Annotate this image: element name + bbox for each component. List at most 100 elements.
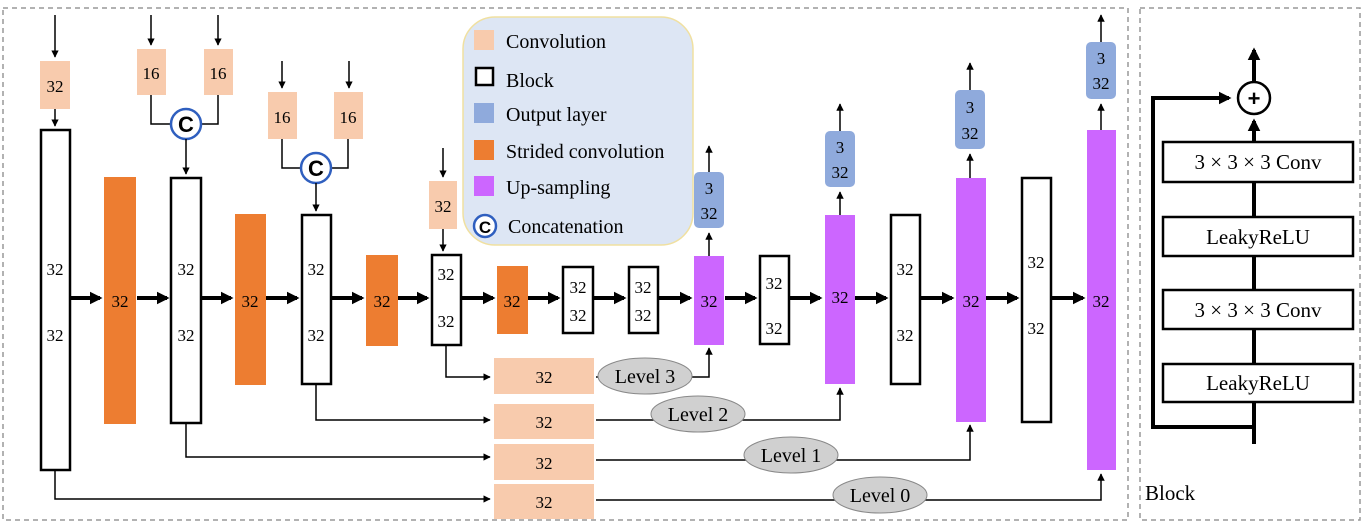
- block-7-top-label: 32: [766, 274, 783, 293]
- output-layer-3-top-label: 3: [966, 98, 975, 117]
- legend-up-sampling-label: Up-sampling: [506, 177, 610, 199]
- concat-line: [281, 139, 300, 169]
- input-conv-16-label: 16: [210, 64, 227, 83]
- up-sampling-2-label: 32: [832, 288, 849, 307]
- skip-conv-level3: [494, 358, 594, 394]
- output-layer-4: [1086, 42, 1116, 99]
- block-2: [169, 176, 203, 425]
- level3-badge: [597, 357, 693, 395]
- block-4: [430, 253, 463, 347]
- output-layer-2-top-label: 3: [836, 138, 845, 157]
- up-sampling-4: [1087, 130, 1116, 470]
- input-conv-32-label: 32: [435, 197, 452, 216]
- up-sampling-1: [694, 256, 724, 345]
- block-detail-panel: + 3 × 3 × 3 Conv LeakyReLU 3 × 3 × 3 Con…: [1145, 47, 1355, 505]
- input-conv-16: [204, 49, 233, 95]
- skip-conv-label: 32: [536, 413, 553, 432]
- level0-label: Level 0: [850, 485, 911, 507]
- level3-label: Level 3: [615, 366, 676, 388]
- block-5-top-label: 32: [570, 278, 587, 297]
- up-sampling-2: [825, 215, 855, 384]
- block-panel-frame: [1139, 7, 1361, 521]
- output-layer-2-bottom-label: 32: [832, 163, 849, 182]
- strided-conv-1-label: 32: [112, 292, 129, 311]
- block-activation-2-label: LeakyReLU: [1206, 371, 1310, 395]
- block-1-top-label: 32: [47, 260, 64, 279]
- up-sampling-3: [956, 178, 986, 422]
- input-conv-16-label: 16: [274, 108, 291, 127]
- skip-conv-label: 32: [536, 493, 553, 512]
- up-sampling-3-label: 32: [963, 292, 980, 311]
- block-panel-title: Block: [1145, 481, 1196, 505]
- legend: Convolution Block Output layer Strided c…: [462, 16, 694, 246]
- block-8-bottom-label: 32: [897, 326, 914, 345]
- main-panel-frame: [2, 7, 1129, 521]
- output-layer-2: [825, 131, 855, 187]
- skip-conv-label: 32: [536, 454, 553, 473]
- block-conv-2: [1161, 288, 1355, 331]
- up-sampling-4-label: 32: [1093, 292, 1110, 311]
- level2-badge: [650, 395, 746, 433]
- level0-badge: [832, 476, 928, 514]
- block-conv-2-label: 3 × 3 × 3 Conv: [1195, 298, 1322, 322]
- concat-line: [202, 95, 219, 125]
- concat-line: [150, 95, 170, 125]
- block-5: [561, 265, 595, 335]
- strided-conv-2-label: 32: [242, 292, 259, 311]
- legend-concatenation-label: Concatenation: [508, 216, 624, 238]
- block-5-bottom-label: 32: [570, 306, 587, 325]
- block-conv-1: [1161, 140, 1355, 184]
- legend-strided-convolution-swatch: [474, 140, 494, 160]
- strided-conv-2: [235, 214, 266, 385]
- input-conv-32: [429, 181, 457, 229]
- output-layer-4-top-label: 3: [1097, 49, 1106, 68]
- block-1-bottom-label: 32: [47, 326, 64, 345]
- up-sampling-1-label: 32: [701, 292, 718, 311]
- skip-line-level3: [445, 345, 491, 381]
- block-9: [1020, 176, 1053, 424]
- input-conv-32-label: 32: [47, 77, 64, 96]
- legend-up-sampling-swatch: [474, 176, 494, 196]
- block-3: [300, 213, 333, 386]
- output-layer-3: [955, 90, 985, 149]
- output-layer-4-bottom-label: 32: [1093, 74, 1110, 93]
- input-conv-16: [334, 92, 363, 139]
- block-3-bottom-label: 32: [308, 326, 325, 345]
- output-layer-1: [694, 172, 724, 228]
- legend-convolution-label: Convolution: [506, 31, 606, 53]
- legend-output-layer-swatch: [474, 103, 494, 123]
- skip-line-level0: [54, 470, 491, 503]
- legend-concatenation-icon: [472, 213, 498, 239]
- skip-line-level1: [185, 423, 491, 461]
- skip-conv-level1: [494, 444, 594, 480]
- block-2-bottom-label: 32: [178, 326, 195, 345]
- block-2-top-label: 32: [178, 260, 195, 279]
- skip-out-level0: [596, 473, 1105, 501]
- block-6-top-label: 32: [635, 278, 652, 297]
- block-activation-1: [1161, 215, 1355, 258]
- block-conv-1-label: 3 × 3 × 3 Conv: [1195, 150, 1322, 174]
- block-9-bottom-label: 32: [1028, 319, 1045, 338]
- level1-label: Level 1: [761, 445, 822, 467]
- block-3-top-label: 32: [308, 260, 325, 279]
- block-4-bottom-label: 32: [438, 312, 455, 331]
- skip-conv-level2: [494, 404, 594, 439]
- legend-block-label: Block: [506, 70, 554, 92]
- input-conv-16: [137, 49, 166, 95]
- output-layer-3-bottom-label: 32: [962, 124, 979, 143]
- level1-badge: [743, 436, 839, 474]
- legend-output-layer-label: Output layer: [506, 104, 607, 126]
- block-8: [889, 213, 922, 386]
- output-layer-1-bottom-label: 32: [701, 204, 718, 223]
- strided-conv-1: [104, 177, 136, 424]
- legend-concatenation-symbol: C: [479, 218, 491, 237]
- block-activation-2: [1161, 362, 1355, 404]
- block-1: [39, 128, 72, 472]
- strided-conv-4: [497, 266, 528, 334]
- input-conv-32: [40, 61, 70, 109]
- block-8-top-label: 32: [897, 260, 914, 279]
- block-6: [627, 265, 660, 335]
- strided-conv-4-label: 32: [504, 292, 521, 311]
